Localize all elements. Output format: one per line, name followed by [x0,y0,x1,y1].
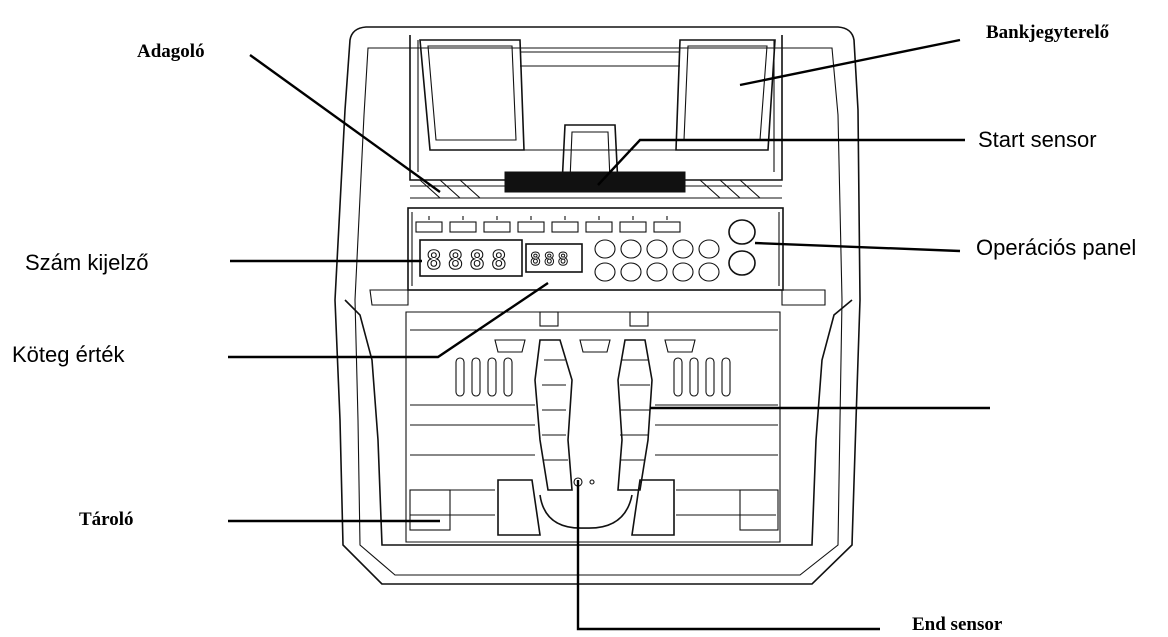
panel-round-buttons [594,219,756,282]
leader-guide [739,38,961,87]
panel-top-buttons [415,216,681,233]
hopper [409,35,783,181]
leader-end-sensor [576,480,880,631]
housing-inner-outline [354,47,843,576]
leader-feeder [249,54,441,193]
leader-start-sensor [597,138,965,186]
label-panel: Operációs panel [976,235,1137,260]
control-panel [407,207,784,291]
right-wheel [617,339,653,491]
label-guide: Bankjegyterelő [986,22,1110,43]
label-feeder: Adagoló [137,41,205,62]
display-digits: 8888 [426,246,513,276]
housing-outline [334,26,861,585]
label-end-sensor: End sensor [912,614,1003,635]
left-wheel [534,339,573,491]
batch-window [525,243,583,273]
display-window [419,239,523,277]
label-display: Szám kijelző [25,250,149,275]
batch-digits: 888 [530,249,572,270]
vents-left [455,357,513,397]
leader-batch [228,282,549,359]
label-start-sensor: Start sensor [978,127,1097,152]
vents-right [673,357,731,397]
label-stacker: Tároló [79,509,134,530]
feeder-rollers [504,171,686,193]
label-batch: Köteg érték [12,342,125,367]
stacker-tray [497,479,675,536]
lower-frame [344,299,853,546]
right-flap [675,39,776,151]
leader-panel [754,241,961,253]
